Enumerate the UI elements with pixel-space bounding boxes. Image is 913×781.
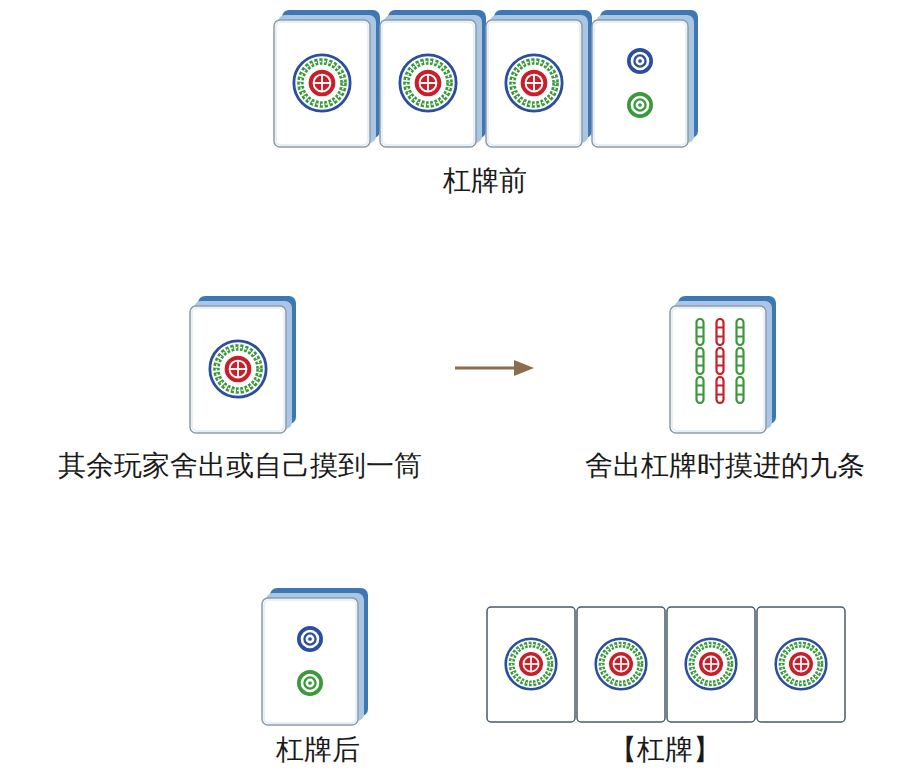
caption-label: 其余玩家舍出或自己摸到一筒 <box>58 449 422 483</box>
kong-tiles <box>487 607 845 722</box>
tile-one-tong <box>380 10 486 147</box>
caption-label: 【杠牌】 <box>609 733 721 767</box>
arrow <box>455 360 534 376</box>
caption-label: 杠牌后 <box>276 733 360 767</box>
tile-two-tong <box>262 588 368 725</box>
tile-one-tong <box>486 10 592 147</box>
tile-one-tong <box>190 296 296 433</box>
caption-label: 舍出杠牌时摸进的九条 <box>585 449 865 483</box>
caption-label: 杠牌前 <box>443 164 527 198</box>
tile-one-tong <box>274 10 380 147</box>
tile-two-tong <box>592 10 698 147</box>
tile-nine-tiao <box>670 296 776 433</box>
